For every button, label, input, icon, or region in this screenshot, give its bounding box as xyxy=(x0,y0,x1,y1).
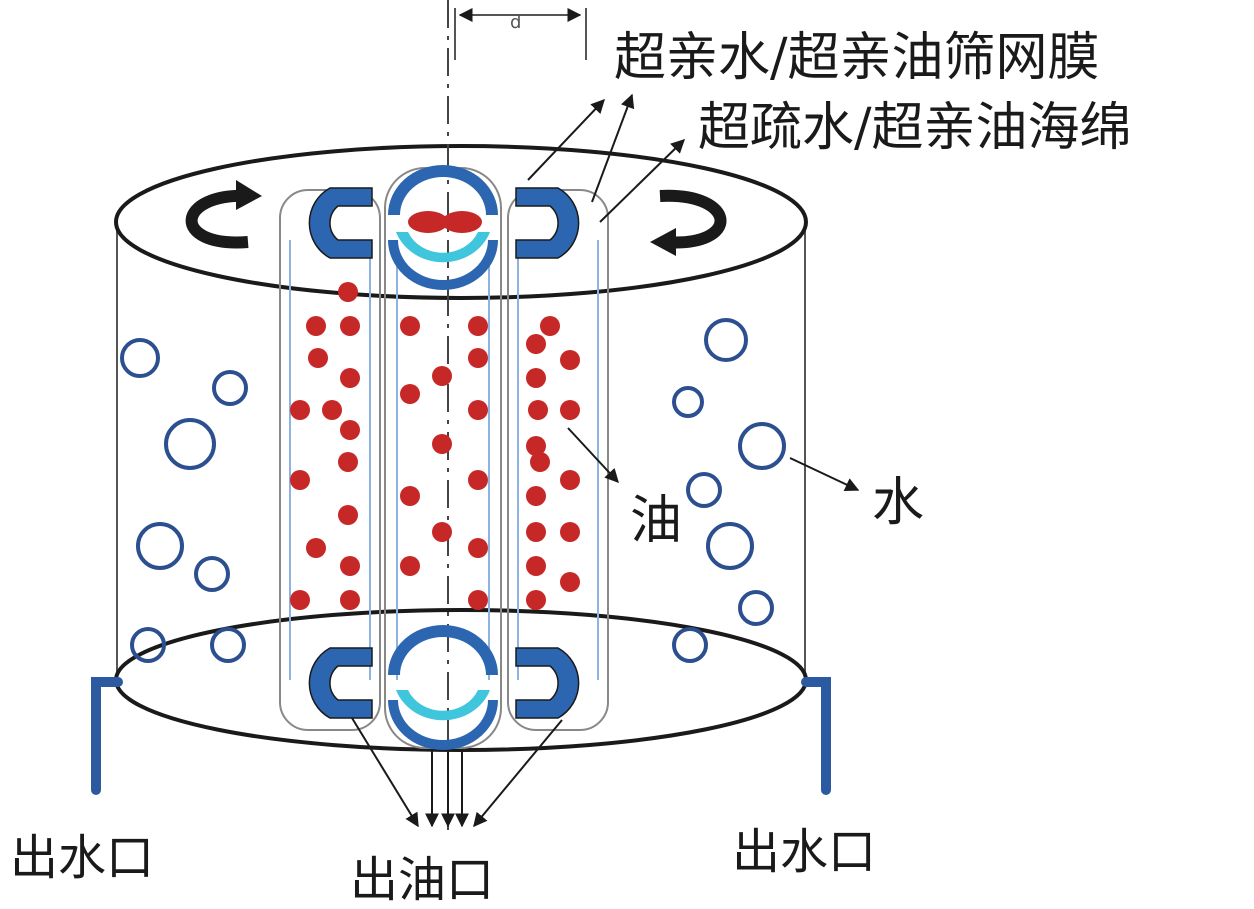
water-bubbles xyxy=(120,318,786,663)
rotation-arrow-left xyxy=(185,189,251,249)
water-label: 水 xyxy=(872,473,924,533)
rotation-arrows xyxy=(185,180,727,256)
gap-label: d xyxy=(510,12,521,33)
caps xyxy=(308,165,580,750)
top-ellipse xyxy=(114,144,808,300)
water-outlet-right-label: 出水口 xyxy=(732,824,876,880)
oil-droplets xyxy=(290,211,580,610)
leader-lines xyxy=(351,93,860,828)
oil-label: 油 xyxy=(630,491,682,551)
oil-outlet-label: 出油口 xyxy=(350,852,494,908)
rotation-arrow-right xyxy=(659,189,727,249)
gap-dimension xyxy=(454,8,587,60)
sponge-label: 超疏水/超亲油海绵 xyxy=(698,98,1132,158)
membrane-label: 超亲水/超亲油筛网膜 xyxy=(614,28,1100,88)
water-outlet-pipes xyxy=(91,677,831,795)
water-outlet-left-label: 出水口 xyxy=(10,830,154,886)
